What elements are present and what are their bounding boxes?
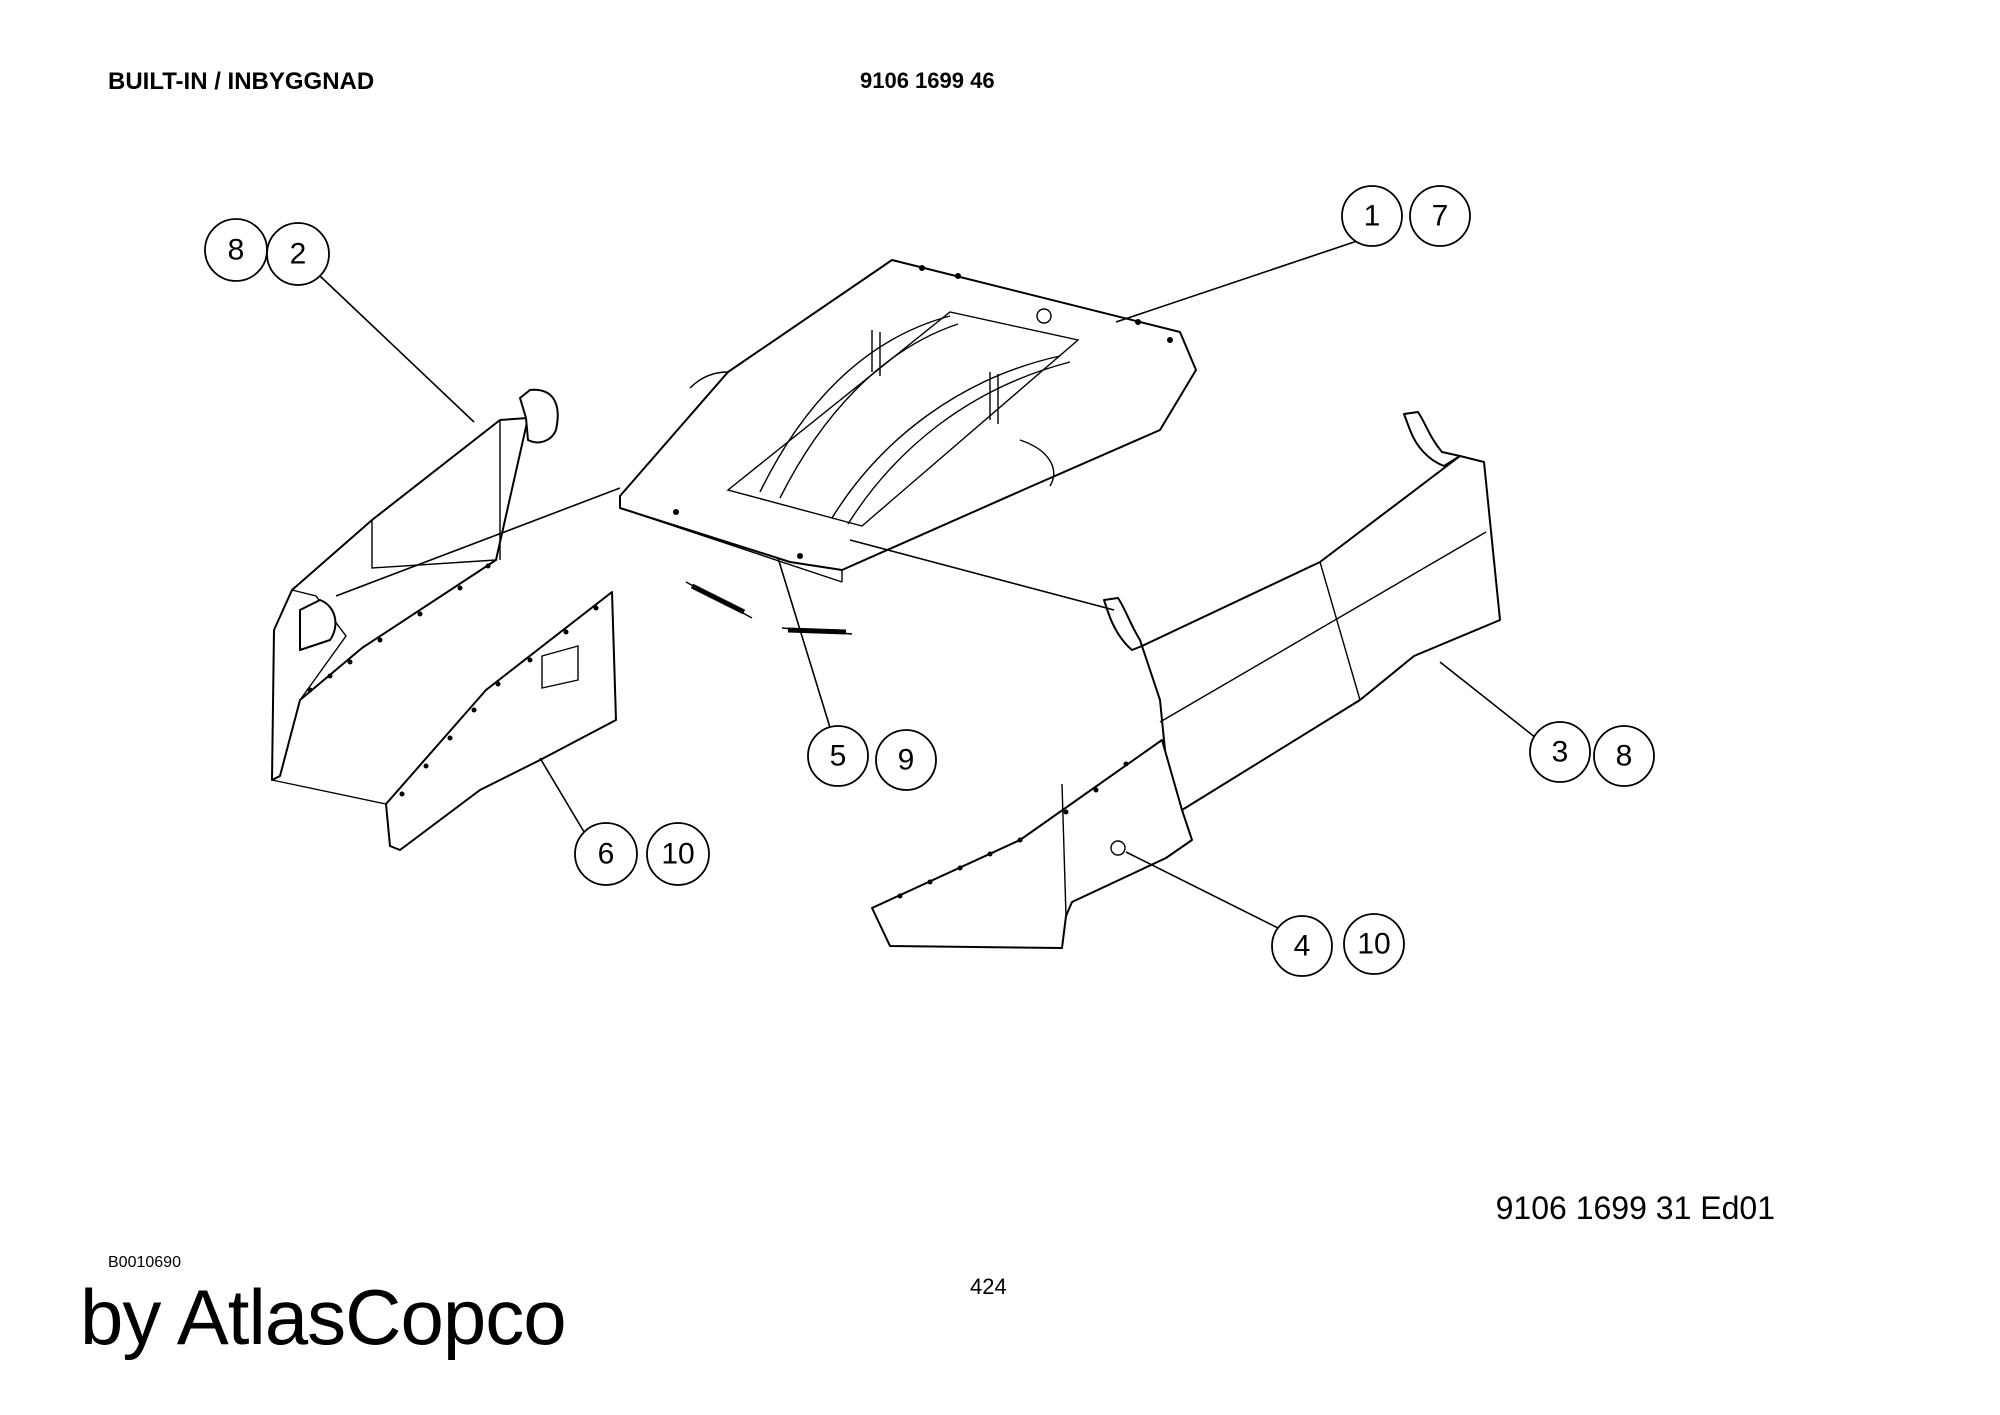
balloon-4: 4 [1271, 915, 1333, 977]
balloon-2: 2 [266, 222, 330, 286]
balloon-9-label: 9 [898, 744, 915, 777]
balloon-8-left-label: 8 [228, 234, 245, 267]
drawing-id: B0010690 [108, 1254, 181, 1271]
leader-lines [319, 235, 1537, 931]
balloon-8-right-label: 8 [1616, 740, 1633, 773]
balloon-6-label: 6 [598, 838, 615, 871]
right-lower-panel [871, 739, 1193, 949]
balloon-4-label: 4 [1294, 930, 1311, 963]
left-side-panel [271, 388, 559, 781]
balloon-10-right-label: 10 [1357, 928, 1390, 961]
balloon-7: 7 [1409, 185, 1471, 247]
balloon-8-left: 8 [204, 218, 268, 282]
balloon-7-label: 7 [1432, 200, 1449, 233]
balloon-10-left-label: 10 [661, 838, 694, 871]
balloon-10-left: 10 [646, 822, 710, 886]
balloon-1: 1 [1341, 185, 1403, 247]
brand-logo-text: by AtlasCopco [80, 1273, 567, 1361]
left-lower-panel [271, 591, 617, 851]
balloon-10-right: 10 [1343, 913, 1405, 975]
page-number: 424 [970, 1274, 1007, 1299]
balloon-1-label: 1 [1364, 200, 1381, 233]
balloon-5-label: 5 [830, 740, 847, 773]
balloon-5: 5 [807, 725, 869, 787]
balloon-3-label: 3 [1552, 736, 1569, 769]
part-number: 9106 1699 46 [860, 68, 995, 93]
balloon-9: 9 [875, 729, 937, 791]
document-edition: 9106 1699 31 Ed01 [1495, 1190, 1775, 1226]
section-title: BUILT-IN / INBYGGNAD [108, 68, 375, 95]
balloon-8-right: 8 [1593, 725, 1655, 787]
balloon-3: 3 [1529, 721, 1591, 783]
balloon-6: 6 [574, 822, 638, 886]
canopy-top-panel [619, 259, 1197, 583]
balloon-2-label: 2 [290, 238, 307, 271]
gas-struts [685, 581, 853, 635]
